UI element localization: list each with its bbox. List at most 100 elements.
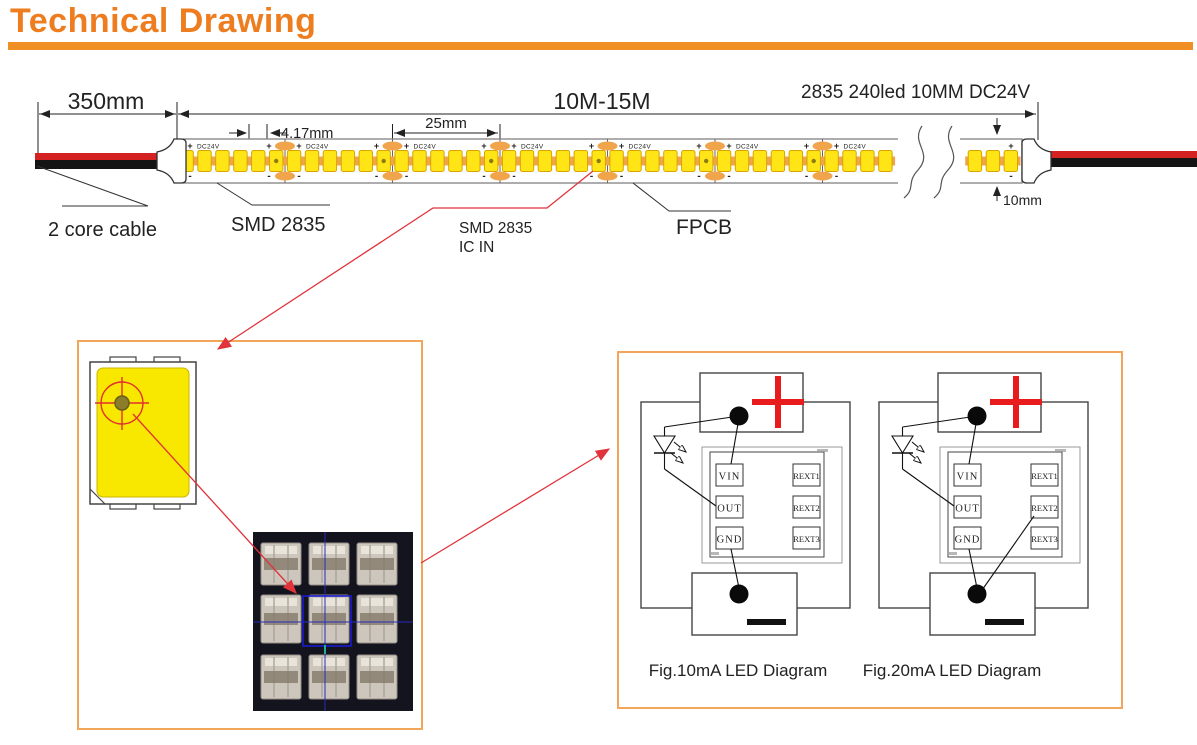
- wire-plus-to-led: [664, 415, 740, 428]
- strip-end-markings: + DC24V - + -: [187, 141, 1013, 182]
- negative-terminal-box: [929, 572, 1036, 636]
- led-chip: [732, 150, 752, 172]
- polarity-plus-marking: +: [619, 141, 624, 151]
- led-solder-pad: [461, 156, 466, 166]
- led-ic-dot: [811, 158, 816, 164]
- led-chip: [391, 150, 412, 172]
- polarity-minus-marking: -: [697, 171, 700, 182]
- cut-pad-bottom: [382, 171, 403, 181]
- strip-spec-label: 2835 240led 10MM DC24V: [801, 82, 1031, 103]
- led-body: [501, 150, 517, 172]
- title-underline-bar: [8, 42, 1193, 50]
- negative-node-dot: [729, 584, 749, 604]
- led-chip: [768, 150, 788, 172]
- led-solder-pad: [768, 156, 772, 166]
- voltage-marking: DC24V: [197, 144, 220, 151]
- led-photo: [253, 532, 413, 711]
- dim-10mm-label: 10mm: [1003, 192, 1042, 208]
- led-ic-dot: [596, 158, 601, 164]
- cut-pad-bottom: [490, 171, 510, 181]
- led-solder-pad: [857, 156, 861, 166]
- led-chip: [606, 150, 627, 172]
- led-solder-pad: [497, 156, 501, 166]
- led-chip: [965, 150, 985, 172]
- pin-rext1: [792, 463, 821, 487]
- photo-chip-highlight: [313, 658, 345, 666]
- polarity-minus-marking: -: [512, 171, 515, 182]
- led-chip: [338, 150, 358, 172]
- led-chip: [750, 150, 770, 172]
- cut-pad-bottom: [812, 171, 833, 181]
- led-chip: [535, 150, 555, 172]
- led-solder-pad: [730, 156, 734, 166]
- drawing-shape: [1050, 158, 1197, 167]
- photo-chip: [260, 654, 302, 700]
- photo-chip-highlight: [313, 546, 345, 554]
- photo-chip: [308, 654, 350, 700]
- led-body: [233, 150, 248, 172]
- page-title: Technical Drawing: [10, 2, 317, 40]
- smd2835-label: SMD 2835: [231, 214, 326, 236]
- led-body: [1003, 150, 1018, 172]
- drawing-shape: [632, 182, 731, 212]
- cut-pad-bottom: [597, 171, 618, 181]
- voltage-marking: DC24V: [414, 144, 437, 151]
- fig1-caption: Fig.10mA LED Diagram: [649, 661, 828, 680]
- polarity-plus-marking: +: [834, 141, 839, 151]
- ic-outer-outline: [939, 446, 1081, 564]
- led-body: [197, 150, 212, 172]
- photo-chip-highlight: [265, 546, 297, 554]
- led-solder-pad: [999, 156, 1003, 166]
- led-solder-pad: [302, 156, 306, 166]
- smd-ic-in-label-line2: IC IN: [459, 239, 494, 256]
- led-chip: [786, 150, 806, 172]
- led-chip: [642, 150, 663, 172]
- led-solder-pad: [320, 156, 324, 166]
- led-body: [609, 150, 624, 172]
- led-solder-pad: [821, 156, 826, 166]
- led-solder-pad: [284, 156, 288, 166]
- polarity-minus-marking: -: [805, 171, 808, 182]
- photo-chip-highlight: [361, 598, 393, 606]
- minus-sign: [747, 619, 786, 625]
- led-chip: [714, 150, 734, 172]
- led-ic-dot: [489, 158, 494, 164]
- arrow-package-to-photo: [132, 413, 297, 594]
- cut-mark: ++DC24V--: [266, 139, 329, 183]
- wire-gnd-to-minus: [730, 548, 740, 589]
- led-body: [358, 150, 374, 172]
- drawing-shape: [216, 182, 330, 206]
- polarity-plus-marking: +: [696, 141, 701, 151]
- led-solder-pad: [535, 156, 539, 166]
- photo-measure-overlay: [253, 532, 413, 711]
- led-chip: [445, 150, 466, 172]
- led-solder-pad: [784, 156, 788, 166]
- photo-chip-grid: [260, 542, 398, 700]
- pin-label-rext3: REXT3: [1031, 534, 1057, 544]
- led-solder-pad: [766, 156, 770, 166]
- chip-marking: [949, 552, 957, 555]
- led-chip: [857, 150, 878, 172]
- photo-chip-band: [360, 613, 394, 625]
- cut-mark: ++DC24V--: [481, 139, 544, 183]
- voltage-marking: DC24V: [736, 144, 759, 151]
- dim-417mm-label: 4.17mm: [281, 126, 333, 142]
- led-array: [176, 150, 1021, 172]
- photo-chip: [356, 654, 398, 700]
- wire-led-to-out: [902, 468, 955, 507]
- voltage-marking: DC24V: [306, 144, 329, 151]
- break-symbol: [898, 124, 960, 199]
- led-body: [770, 150, 786, 172]
- led-solder-pad: [804, 156, 808, 166]
- negative-node-dot: [967, 584, 987, 604]
- led-symbol-triangle: [891, 435, 914, 455]
- led-solder-pad: [445, 156, 449, 166]
- polarity-minus-marking: -: [405, 171, 408, 182]
- led-solder-pad: [839, 156, 843, 166]
- led-chip: [374, 150, 394, 172]
- led-solder-pad: [443, 156, 448, 166]
- led-body: [215, 150, 230, 172]
- arrow-photo-to-diagrams: [420, 448, 611, 564]
